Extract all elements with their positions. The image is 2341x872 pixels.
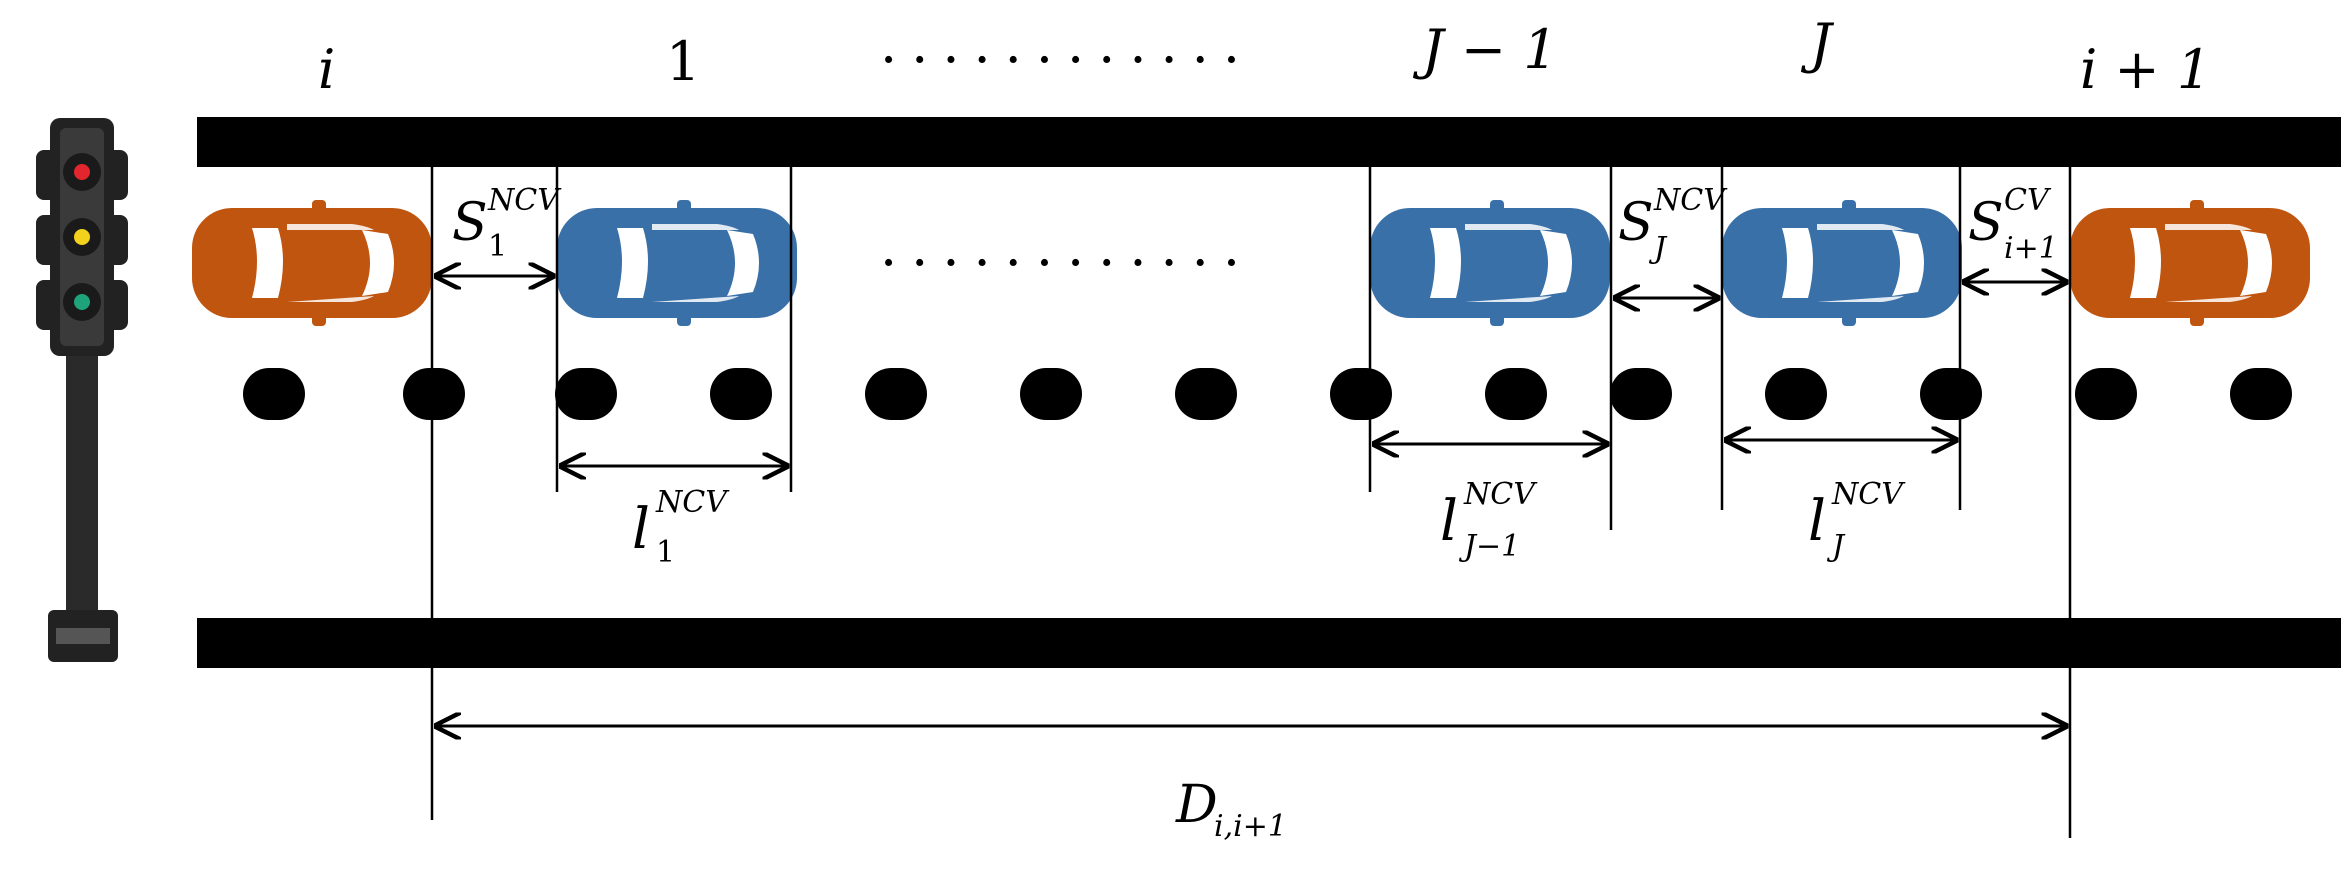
gap-arrows (436, 276, 2066, 298)
gap-label-sj-base: S (1618, 193, 1654, 253)
gap-label-s1-sup: NCV (487, 183, 562, 218)
distance-label-base: D (1175, 775, 1218, 835)
gap-label-s1-base: S (452, 193, 488, 253)
gap-label-si1-base: S (1968, 193, 2004, 253)
car-icon-cv-i-plus-1 (2070, 200, 2310, 326)
traffic-light-icon (36, 118, 128, 662)
gap-label-sj-sup: NCV (1653, 183, 1728, 218)
car-icon-ncv-1 (557, 200, 797, 326)
road-top-border (197, 117, 2341, 167)
length-label-l1-base: l (632, 497, 650, 562)
length-label-l1-sup: NCV (655, 485, 730, 520)
label-middle-dots: ............ (880, 215, 1254, 278)
gap-label-s1-sub: 1 (488, 229, 507, 264)
length-label-ljm1-base: l (1440, 489, 1458, 554)
road-bottom-border (197, 618, 2341, 668)
length-label-ljm1: l NCV J−1 (1440, 477, 1538, 564)
car-icon-ncv-j (1722, 200, 1962, 326)
gap-label-si1-sup: CV (2004, 183, 2052, 218)
length-label-l1: l NCV 1 (632, 485, 730, 570)
length-arrows (561, 440, 1956, 466)
gap-label-si1-sub: i+1 (2004, 231, 2058, 266)
label-vehicle-1: 1 (666, 30, 700, 93)
gap-label-sj: S NCV J (1618, 183, 1728, 266)
label-top-dots: ............ (880, 12, 1254, 75)
length-label-ljm1-sub: J−1 (1458, 529, 1520, 564)
label-vehicle-i: i (318, 38, 335, 101)
length-label-l1-sub: 1 (656, 535, 675, 570)
lane-markings (243, 368, 2292, 420)
car-icon-ncv-j-minus-1 (1370, 200, 1610, 326)
car-icon-cv-i (192, 200, 432, 326)
length-label-ljm1-sup: NCV (1463, 477, 1538, 512)
length-label-lj-sup: NCV (1831, 477, 1906, 512)
length-label-lj-base: l (1808, 489, 1826, 554)
label-vehicle-i-plus-1: i + 1 (2080, 38, 2211, 101)
gap-label-si1: S CV i+1 (1968, 183, 2058, 266)
distance-label-sub: i,i+1 (1214, 809, 1287, 844)
distance-label: D i,i+1 (1175, 775, 1287, 844)
gap-label-s1: S NCV 1 (452, 183, 562, 264)
length-label-lj-sub: J (1826, 529, 1846, 564)
label-vehicle-j-minus-1: J − 1 (1412, 18, 1558, 81)
length-label-lj: l NCV J (1808, 477, 1906, 564)
label-vehicle-j: J (1800, 12, 1835, 75)
reference-lines (430, 162, 2072, 838)
